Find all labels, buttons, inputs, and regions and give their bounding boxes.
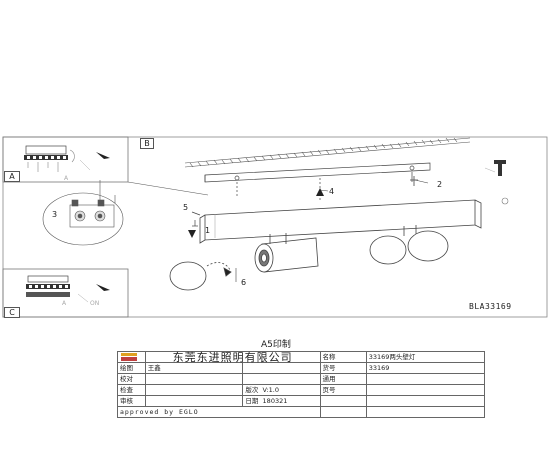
spotlight-head: [369, 225, 449, 265]
callout-3: 3: [52, 210, 58, 219]
callout-1: 1: [205, 226, 211, 235]
panel-a: A: [2, 136, 129, 183]
date-value: 180321: [262, 396, 288, 405]
callout-leaders: [235, 179, 429, 282]
company-name: 东莞东进照明有限公司: [144, 351, 321, 363]
date-label: 日期: [245, 396, 259, 405]
approved-by: approved by EGLO: [117, 406, 321, 418]
callout-6: 6: [241, 278, 247, 287]
callout-2: 2: [437, 180, 443, 189]
ceiling-hatching: [184, 137, 471, 168]
title-block: 东莞东进照明有限公司 名称 33169两头壁灯 绘图 王鑫 货号 33169 校…: [117, 351, 486, 418]
panel-c: A ON: [2, 268, 129, 318]
drawer-name: 王鑫: [144, 362, 244, 374]
spotlight-head: [254, 233, 319, 273]
item-value: 33169: [365, 362, 486, 374]
callout-5: 5: [183, 203, 189, 212]
drawing-frame: [2, 136, 548, 318]
item-label: 货号: [319, 362, 367, 374]
screw-icon: [484, 160, 506, 176]
panel-letter-a: A: [4, 171, 20, 182]
wiring-inset: [42, 180, 209, 246]
version-label: 版次: [245, 385, 259, 394]
name-label: 名称: [319, 351, 367, 363]
draw-label: 绘图: [117, 362, 146, 374]
lamp-body-bar: [199, 199, 482, 244]
glass-diffuser: [169, 261, 232, 291]
screw-icon: [191, 211, 201, 227]
sum-label: 通用: [319, 373, 367, 385]
svg-text:ON: ON: [90, 300, 99, 307]
panel-letter-c: C: [4, 307, 20, 318]
inspect-label: 检查: [117, 384, 146, 396]
approve-label: 审核: [117, 395, 146, 407]
svg-text:A: A: [64, 175, 69, 182]
page-label: 页号: [319, 384, 367, 396]
svg-text:A: A: [62, 300, 67, 307]
logo-icon: [120, 352, 138, 362]
check-label: 校对: [117, 373, 146, 385]
model-code: BLA33169: [469, 302, 512, 311]
callout-4: 4: [329, 187, 335, 196]
company-logo: [117, 351, 146, 363]
print-title: A5印制: [261, 340, 291, 350]
version-value: V:1.0: [262, 385, 279, 394]
screw-icon: [501, 197, 509, 205]
name-value: 33169两头壁灯: [365, 351, 486, 363]
panel-letter-b: B: [140, 138, 154, 149]
